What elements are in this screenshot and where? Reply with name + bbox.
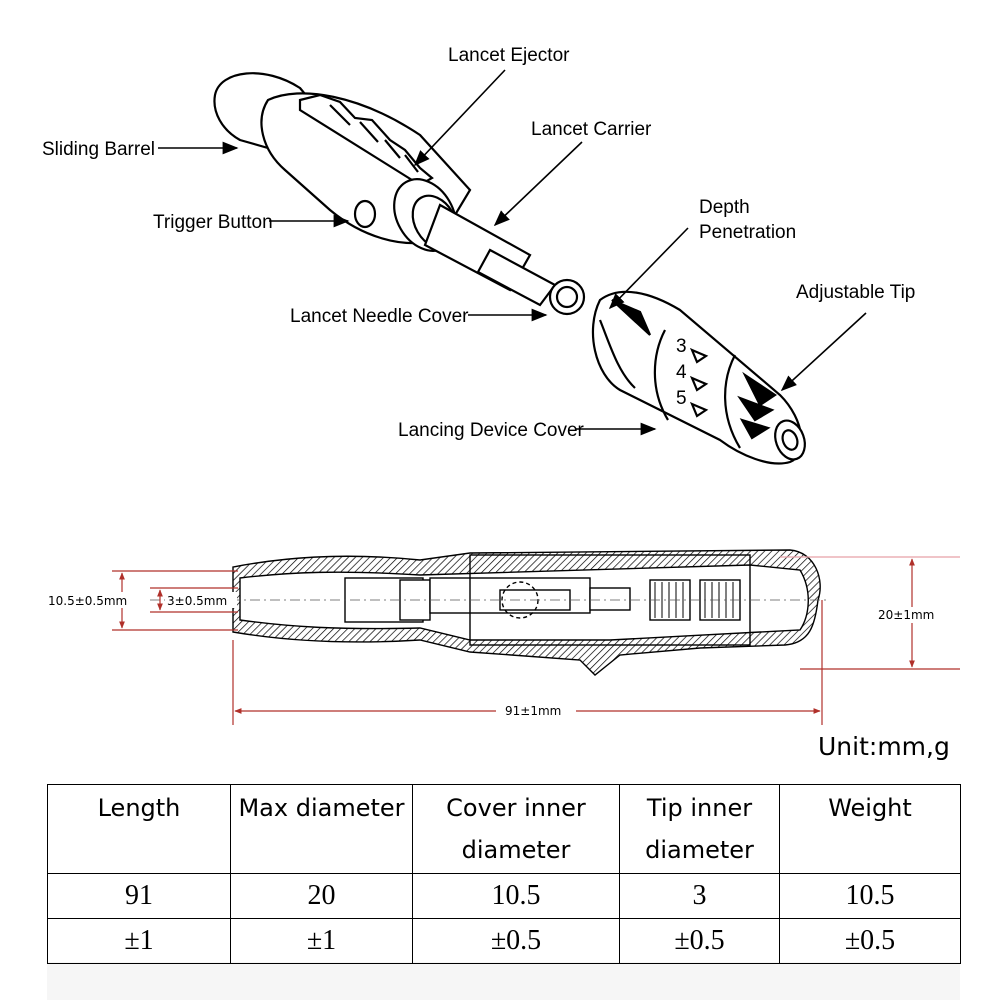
header-weight: Weight	[779, 784, 961, 874]
depth-mark-3: 3	[676, 336, 687, 357]
label-depth-penetration-2: Penetration	[699, 222, 796, 243]
cross-section-drawing	[232, 549, 821, 676]
label-trigger-button: Trigger Button	[153, 212, 273, 233]
value-length: 91	[47, 873, 231, 919]
dim-length: 91±1mm	[505, 704, 561, 718]
table-header-row: Length Max diameter Cover inner diameter…	[47, 784, 961, 874]
header-tip-inner-diameter: Tip inner diameter	[619, 784, 780, 874]
spec-table: Length Max diameter Cover inner diameter…	[47, 784, 961, 964]
tolerance-tip-inner-diameter: ±0.5	[619, 918, 780, 964]
depth-mark-4: 4	[676, 362, 687, 383]
callouts	[158, 69, 867, 436]
table-shadow	[47, 962, 960, 1000]
depth-marks: 3 4 5	[676, 336, 687, 409]
tolerance-weight: ±0.5	[779, 918, 961, 964]
dimension-labels: 10.5±0.5mm 3±0.5mm 20±1mm 91±1mm	[46, 592, 948, 719]
label-lancing-device-cover: Lancing Device Cover	[398, 420, 585, 441]
table-row: 91 20 10.5 3 10.5	[47, 873, 961, 919]
header-max-diameter: Max diameter	[230, 784, 413, 874]
dimension-lines	[112, 556, 960, 725]
arrow-depth-penetration	[608, 227, 689, 310]
value-cover-inner-diameter: 10.5	[412, 873, 620, 919]
depth-mark-5: 5	[676, 388, 687, 409]
tolerance-max-diameter: ±1	[230, 918, 413, 964]
label-lancet-needle-cover: Lancet Needle Cover	[290, 306, 469, 327]
dim-cover-inner-diameter: 10.5±0.5mm	[48, 594, 127, 608]
label-sliding-barrel: Sliding Barrel	[42, 139, 155, 160]
value-weight: 10.5	[779, 873, 961, 919]
value-tip-inner-diameter: 3	[619, 873, 780, 919]
dim-tip-inner-diameter: 3±0.5mm	[167, 594, 227, 608]
tolerance-cover-inner-diameter: ±0.5	[412, 918, 620, 964]
dim-max-diameter: 20±1mm	[878, 608, 934, 622]
unit-note: Unit:mm,g	[818, 732, 950, 761]
device-body-illustration	[213, 72, 586, 316]
header-cover-inner-diameter: Cover inner diameter	[412, 784, 620, 874]
arrow-lancet-ejector	[413, 69, 506, 167]
arrow-adjustable-tip	[780, 312, 867, 392]
header-length: Length	[47, 784, 231, 874]
tolerance-length: ±1	[47, 918, 231, 964]
value-max-diameter: 20	[230, 873, 413, 919]
table-row: ±1 ±1 ±0.5 ±0.5 ±0.5	[47, 918, 961, 964]
callout-labels: Lancet Ejector Lancet Carrier Sliding Ba…	[42, 45, 915, 441]
label-depth-penetration-1: Depth	[699, 197, 750, 218]
label-adjustable-tip: Adjustable Tip	[796, 282, 915, 303]
cover-illustration	[591, 290, 806, 465]
arrow-lancet-carrier	[493, 141, 583, 227]
label-lancet-carrier: Lancet Carrier	[531, 119, 652, 140]
label-lancet-ejector: Lancet Ejector	[448, 45, 570, 66]
